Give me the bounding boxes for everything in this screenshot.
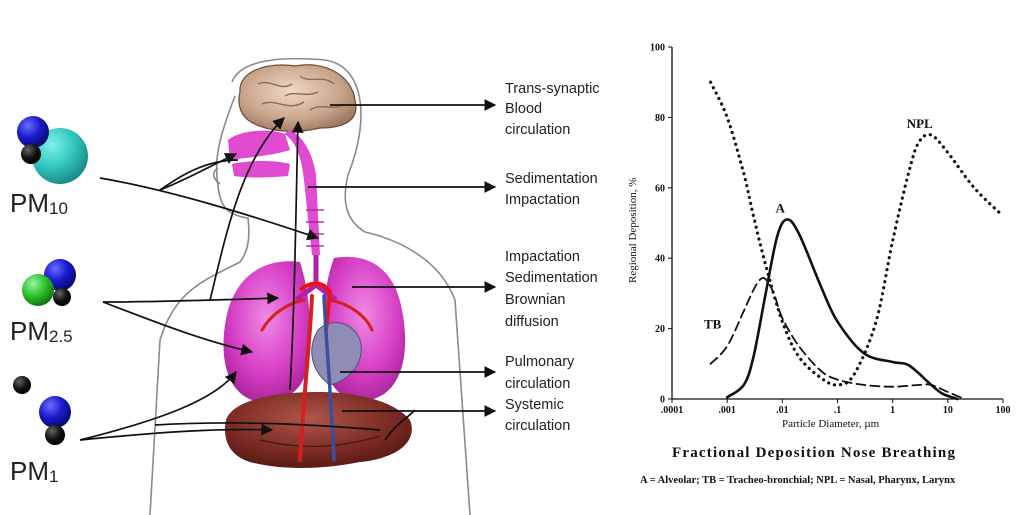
pm10-label: PM10 bbox=[10, 188, 68, 218]
chart-axes bbox=[668, 46, 1004, 403]
mechanism-3-line-3: Brownian bbox=[505, 292, 565, 308]
x-tick-label: 10 bbox=[943, 405, 953, 416]
lungs-illustration bbox=[223, 255, 406, 401]
pm25-particle-icon bbox=[22, 259, 76, 306]
series-label-npl: NPL bbox=[907, 116, 933, 131]
deposition-chart: 0 20 40 60 80 100 .0001 .001 .01 .1 1 10 100 Regiona… bbox=[627, 43, 1011, 431]
mechanism-1-line-1: Trans-synaptic bbox=[505, 81, 600, 97]
mechanism-2-line-2: Impactation bbox=[505, 192, 580, 208]
mechanism-3-line-2: Sedimentation bbox=[505, 270, 598, 286]
y-tick-label: 80 bbox=[655, 113, 665, 124]
x-tick-label: 1 bbox=[890, 405, 895, 416]
mechanism-pointer-arrows bbox=[308, 99, 497, 417]
x-tick-label: .01 bbox=[776, 405, 789, 416]
particle-pathway-lines bbox=[79, 117, 416, 441]
series-label-tb: TB bbox=[704, 317, 722, 332]
series-label-a: A bbox=[775, 200, 785, 215]
y-tick-label: 40 bbox=[655, 254, 665, 265]
x-tick-label: 100 bbox=[996, 405, 1011, 416]
pm10-particle-icon bbox=[17, 116, 88, 184]
x-tick-label: .001 bbox=[718, 405, 736, 416]
mechanism-2-line-1: Sedimentation bbox=[505, 171, 598, 187]
pm1-label: PM1 bbox=[10, 456, 58, 486]
y-tick-label: 20 bbox=[655, 324, 665, 335]
pm1-particle-icon bbox=[13, 376, 71, 445]
mechanism-labels: Trans-synaptic Blood circulation Sedimen… bbox=[505, 81, 600, 434]
y-tick-label: 0 bbox=[660, 395, 665, 406]
series-line-a bbox=[725, 218, 959, 401]
mechanism-3-line-4: diffusion bbox=[505, 314, 559, 330]
brain-illustration bbox=[238, 64, 357, 132]
mechanism-1-line-2: Blood bbox=[505, 101, 542, 117]
x-tick-label: .0001 bbox=[661, 405, 684, 416]
chart-caption-title: Fractional Deposition Nose Breathing bbox=[672, 445, 956, 461]
chart-caption-legend: A = Alveolar; TB = Tracheo-bronchial; NP… bbox=[640, 475, 956, 486]
mechanism-1-line-3: circulation bbox=[505, 122, 570, 138]
y-axis-title: Regional Deposition, % bbox=[627, 178, 639, 283]
chart-series-lines bbox=[709, 80, 1005, 401]
blood-vessels-illustration bbox=[260, 294, 374, 462]
chart-tick-labels: 0 20 40 60 80 100 .0001 .001 .01 .1 1 10 100 bbox=[650, 43, 1011, 417]
nasal-airway-illustration bbox=[228, 130, 324, 255]
mechanism-4-line-1: Pulmonary bbox=[505, 354, 575, 370]
mechanism-3-line-1: Impactation bbox=[505, 249, 580, 265]
mechanism-5-line-1: Systemic bbox=[505, 397, 564, 413]
series-line-npl bbox=[709, 80, 1005, 387]
y-tick-label: 100 bbox=[650, 43, 665, 54]
pm25-label: PM2.5 bbox=[10, 316, 73, 346]
mechanism-5-line-2: circulation bbox=[505, 418, 570, 434]
x-axis-title: Particle Diameter, µm bbox=[782, 418, 880, 430]
x-tick-label: .1 bbox=[834, 405, 842, 416]
mechanism-4-line-2: circulation bbox=[505, 376, 570, 392]
y-tick-label: 60 bbox=[655, 183, 665, 194]
